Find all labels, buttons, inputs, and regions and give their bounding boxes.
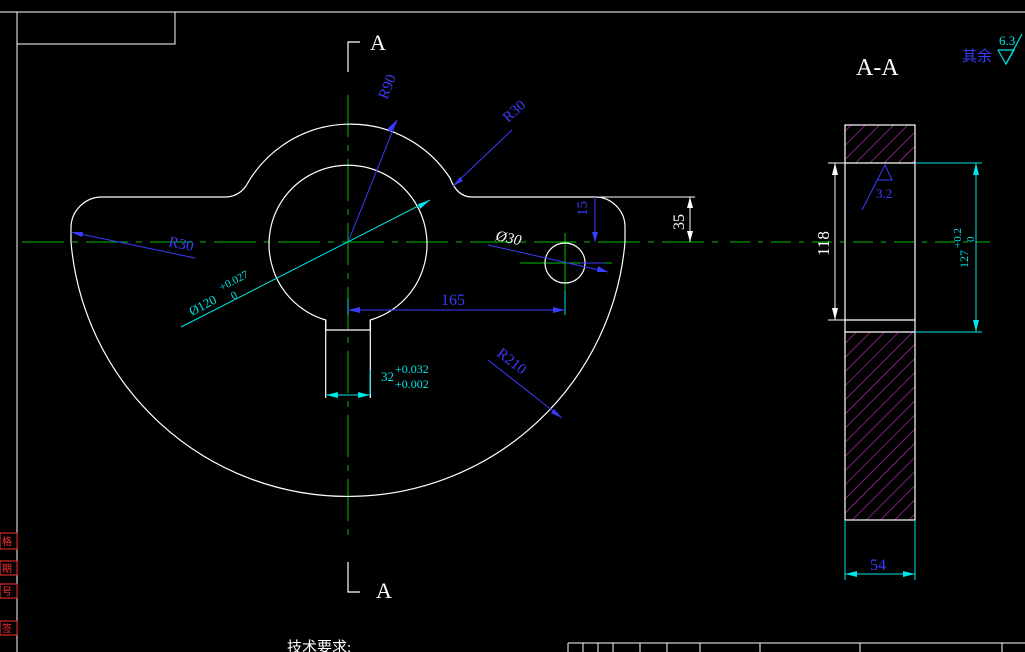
dim-32-tol-upper: +0.032 bbox=[395, 362, 429, 376]
dim-35: 35 bbox=[671, 214, 688, 230]
dim-165: 165 bbox=[441, 292, 465, 309]
radius-leaders bbox=[70, 119, 609, 419]
dim-54: 54 bbox=[870, 557, 886, 574]
dim-dia120: Ø120 bbox=[186, 292, 219, 319]
dim-arrows-cyan bbox=[326, 200, 430, 398]
margin-label: 格 bbox=[2, 535, 12, 548]
dim-118-arrows bbox=[832, 163, 838, 320]
dim-arrows bbox=[348, 307, 565, 313]
dim-127-lines bbox=[915, 162, 982, 333]
section-label-top: A bbox=[370, 30, 386, 55]
title-corner-box bbox=[16, 11, 176, 45]
dim-127: 127 bbox=[957, 250, 971, 268]
dim-54-arrows bbox=[845, 571, 915, 577]
dim-127-arrows bbox=[973, 163, 979, 332]
centerlines bbox=[22, 95, 720, 540]
roughness-general-value: 6.3 bbox=[999, 33, 1015, 48]
section-marks bbox=[347, 41, 360, 593]
tech-requirements-heading: 技术要求: bbox=[287, 639, 351, 652]
dim-35-arrows bbox=[687, 197, 693, 242]
margin-label: 号 bbox=[2, 586, 12, 598]
dim-15-arrow bbox=[592, 232, 598, 242]
bore-with-keyway bbox=[268, 164, 428, 331]
roughness-note-label: 其余 bbox=[962, 47, 992, 65]
margin-label: 签 bbox=[2, 622, 12, 635]
title-block-stub bbox=[567, 642, 1025, 652]
section-label-bottom: A bbox=[376, 578, 392, 603]
dim-127-tol-upper: +0.2 bbox=[952, 228, 964, 248]
dia120-dimension: Ø120 +0.027 0 bbox=[186, 268, 251, 319]
dim-32-tol-lower: +0.002 bbox=[395, 377, 429, 391]
roughness-face-value: 3.2 bbox=[876, 186, 892, 201]
dim-118: 118 bbox=[814, 231, 833, 256]
section-view bbox=[844, 124, 916, 521]
leader-arrows bbox=[71, 120, 608, 418]
dim-dia120-tol-upper: +0.027 bbox=[218, 268, 251, 293]
section-view-title: A-A bbox=[856, 55, 899, 81]
dim-15: 15 bbox=[575, 201, 591, 216]
dim-118-lines bbox=[828, 162, 845, 321]
dim-dia120-tol-lower: 0 bbox=[229, 289, 240, 302]
dim-r30-left: R30 bbox=[167, 234, 195, 255]
dim-dia30: Ø30 bbox=[493, 228, 523, 249]
dim-32: 32 bbox=[381, 369, 394, 384]
roughness-symbol-general bbox=[997, 33, 1023, 66]
dim-r210: R210 bbox=[494, 346, 529, 379]
margin-label: 期 bbox=[2, 563, 12, 575]
dim-127-tol-lower: 0 bbox=[965, 236, 977, 242]
part-outline bbox=[70, 123, 626, 498]
margin-title-block: 格 期 号 签 bbox=[0, 532, 18, 636]
dim-r90: R90 bbox=[376, 72, 400, 101]
roughness-symbol-face bbox=[861, 163, 893, 211]
dim-r30-top: R30 bbox=[500, 97, 529, 126]
dim-127-text: 127 +0.2 0 bbox=[952, 228, 977, 268]
